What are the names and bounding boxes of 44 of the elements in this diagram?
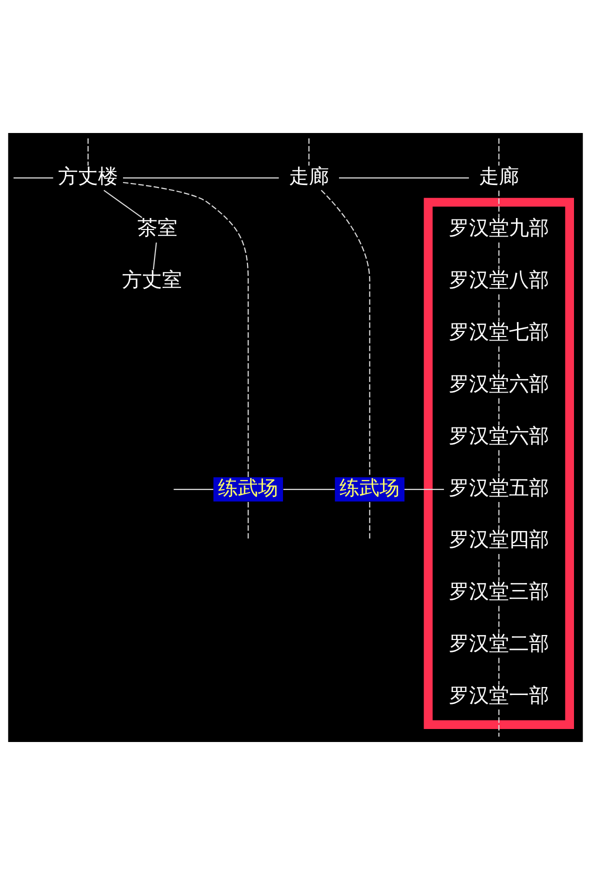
connector <box>498 190 500 218</box>
connector <box>498 450 500 477</box>
connector <box>14 176 54 178</box>
node-text: 走廊 <box>478 164 519 188</box>
node-text: 茶室 <box>138 216 178 240</box>
node-box: 练武场 <box>334 476 404 502</box>
connector <box>320 189 370 477</box>
node-text: 罗汉堂二部 <box>448 631 549 654</box>
connector <box>498 553 500 580</box>
node-text: 方丈室 <box>122 268 182 292</box>
connector <box>498 242 500 270</box>
node-box: 练武场 <box>213 476 283 502</box>
connector <box>369 502 370 540</box>
connector <box>308 138 310 166</box>
connector <box>498 398 500 425</box>
node-text: 罗汉堂六部 <box>448 372 549 395</box>
connector <box>104 189 142 218</box>
connector <box>498 657 500 684</box>
node-text: 罗汉堂五部 <box>448 476 549 499</box>
node-text: 方丈楼 <box>58 164 118 188</box>
node-text: 罗汉堂七部 <box>448 320 549 344</box>
node-text: 罗汉堂六部 <box>448 424 549 447</box>
connector <box>88 138 89 166</box>
node-text: 罗汉堂四部 <box>448 528 549 551</box>
connector <box>498 709 500 736</box>
connector <box>152 242 157 270</box>
cluster <box>424 197 574 729</box>
node-text: 走廊 <box>288 164 329 188</box>
node-text: 罗汉堂一部 <box>448 683 549 706</box>
connector <box>283 488 335 490</box>
connector <box>339 176 469 178</box>
connector <box>122 181 249 477</box>
connector <box>174 488 214 490</box>
connector <box>498 502 500 529</box>
connector <box>123 176 279 178</box>
node-text: 罗汉堂三部 <box>448 580 549 603</box>
node-text: 罗汉堂八部 <box>448 268 549 292</box>
node-text: 罗汉堂九部 <box>448 216 549 240</box>
connector <box>498 605 500 632</box>
connector <box>498 294 500 321</box>
connector <box>248 502 249 540</box>
connector <box>498 138 500 166</box>
connector <box>404 488 444 490</box>
connector <box>498 346 500 373</box>
